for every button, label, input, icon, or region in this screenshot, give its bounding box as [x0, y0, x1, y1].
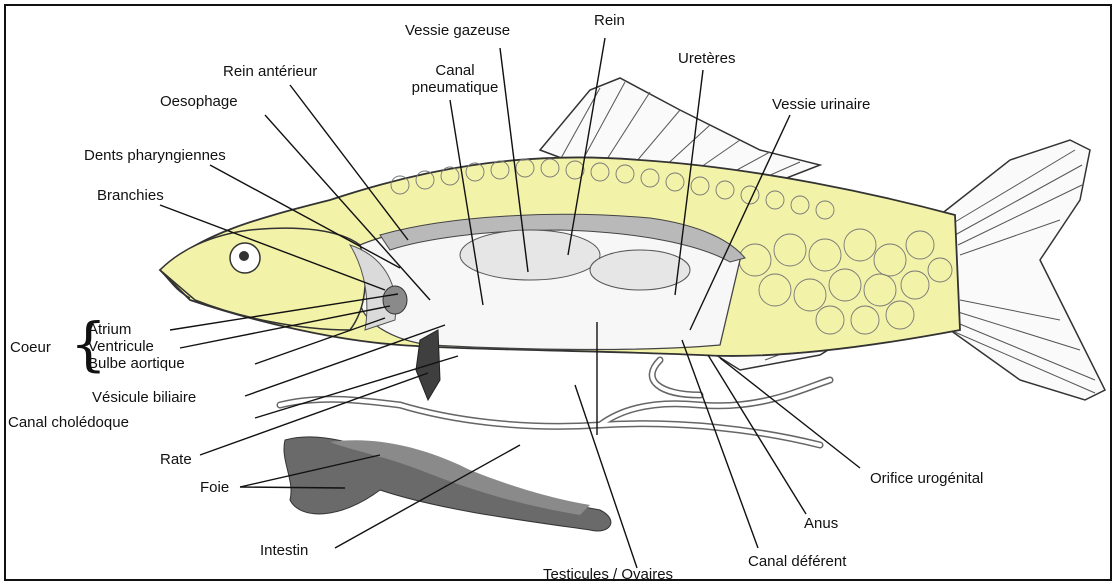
- label-rein-anterieur: Rein antérieur: [223, 63, 317, 80]
- label-coeur: Coeur: [10, 339, 51, 356]
- label-oesophage: Oesophage: [160, 93, 238, 110]
- label-anus: Anus: [804, 515, 838, 532]
- leader-orifice-urogenital: [720, 358, 860, 468]
- label-canal-pneumatique: Canal pneumatique: [405, 62, 505, 96]
- label-ureteres: Uretères: [678, 50, 736, 67]
- label-vessie-urinaire: Vessie urinaire: [772, 96, 870, 113]
- leader-anus: [708, 355, 806, 514]
- label-bulbe-aortique: Bulbe aortique: [88, 355, 185, 372]
- label-vesicule-biliaire: Vésicule biliaire: [92, 389, 196, 406]
- label-intestin: Intestin: [260, 542, 308, 559]
- label-canal-deferent: Canal déférent: [748, 553, 846, 570]
- label-vessie-gazeuse: Vessie gazeuse: [405, 22, 510, 39]
- label-dents-pharyngiennes: Dents pharyngiennes: [84, 147, 226, 164]
- swim-bladder: [460, 230, 600, 280]
- label-atrium: Atrium: [88, 321, 131, 338]
- heart: [383, 286, 407, 314]
- liver: [284, 437, 611, 531]
- label-rate: Rate: [160, 451, 192, 468]
- label-canal-choledoque: Canal cholédoque: [8, 414, 129, 431]
- label-testicules-ovaires: Testicules / Ovaires: [543, 566, 673, 583]
- leader-canal-deferent: [682, 340, 758, 548]
- label-rein: Rein: [594, 12, 625, 29]
- leader-foie-2: [240, 487, 345, 488]
- label-ventricule: Ventricule: [88, 338, 154, 355]
- label-orifice-urogenital: Orifice urogénital: [870, 470, 983, 487]
- label-foie: Foie: [200, 479, 229, 496]
- label-branchies: Branchies: [97, 187, 164, 204]
